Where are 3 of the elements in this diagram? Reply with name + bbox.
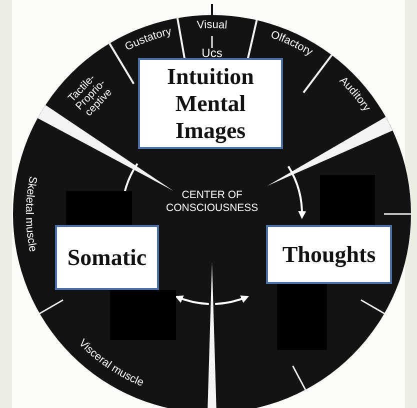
center-label: CENTER OF CONSCIOUSNESS	[166, 189, 258, 215]
sector-label: Ucs	[202, 46, 222, 60]
sector-label: Visual	[196, 18, 228, 32]
